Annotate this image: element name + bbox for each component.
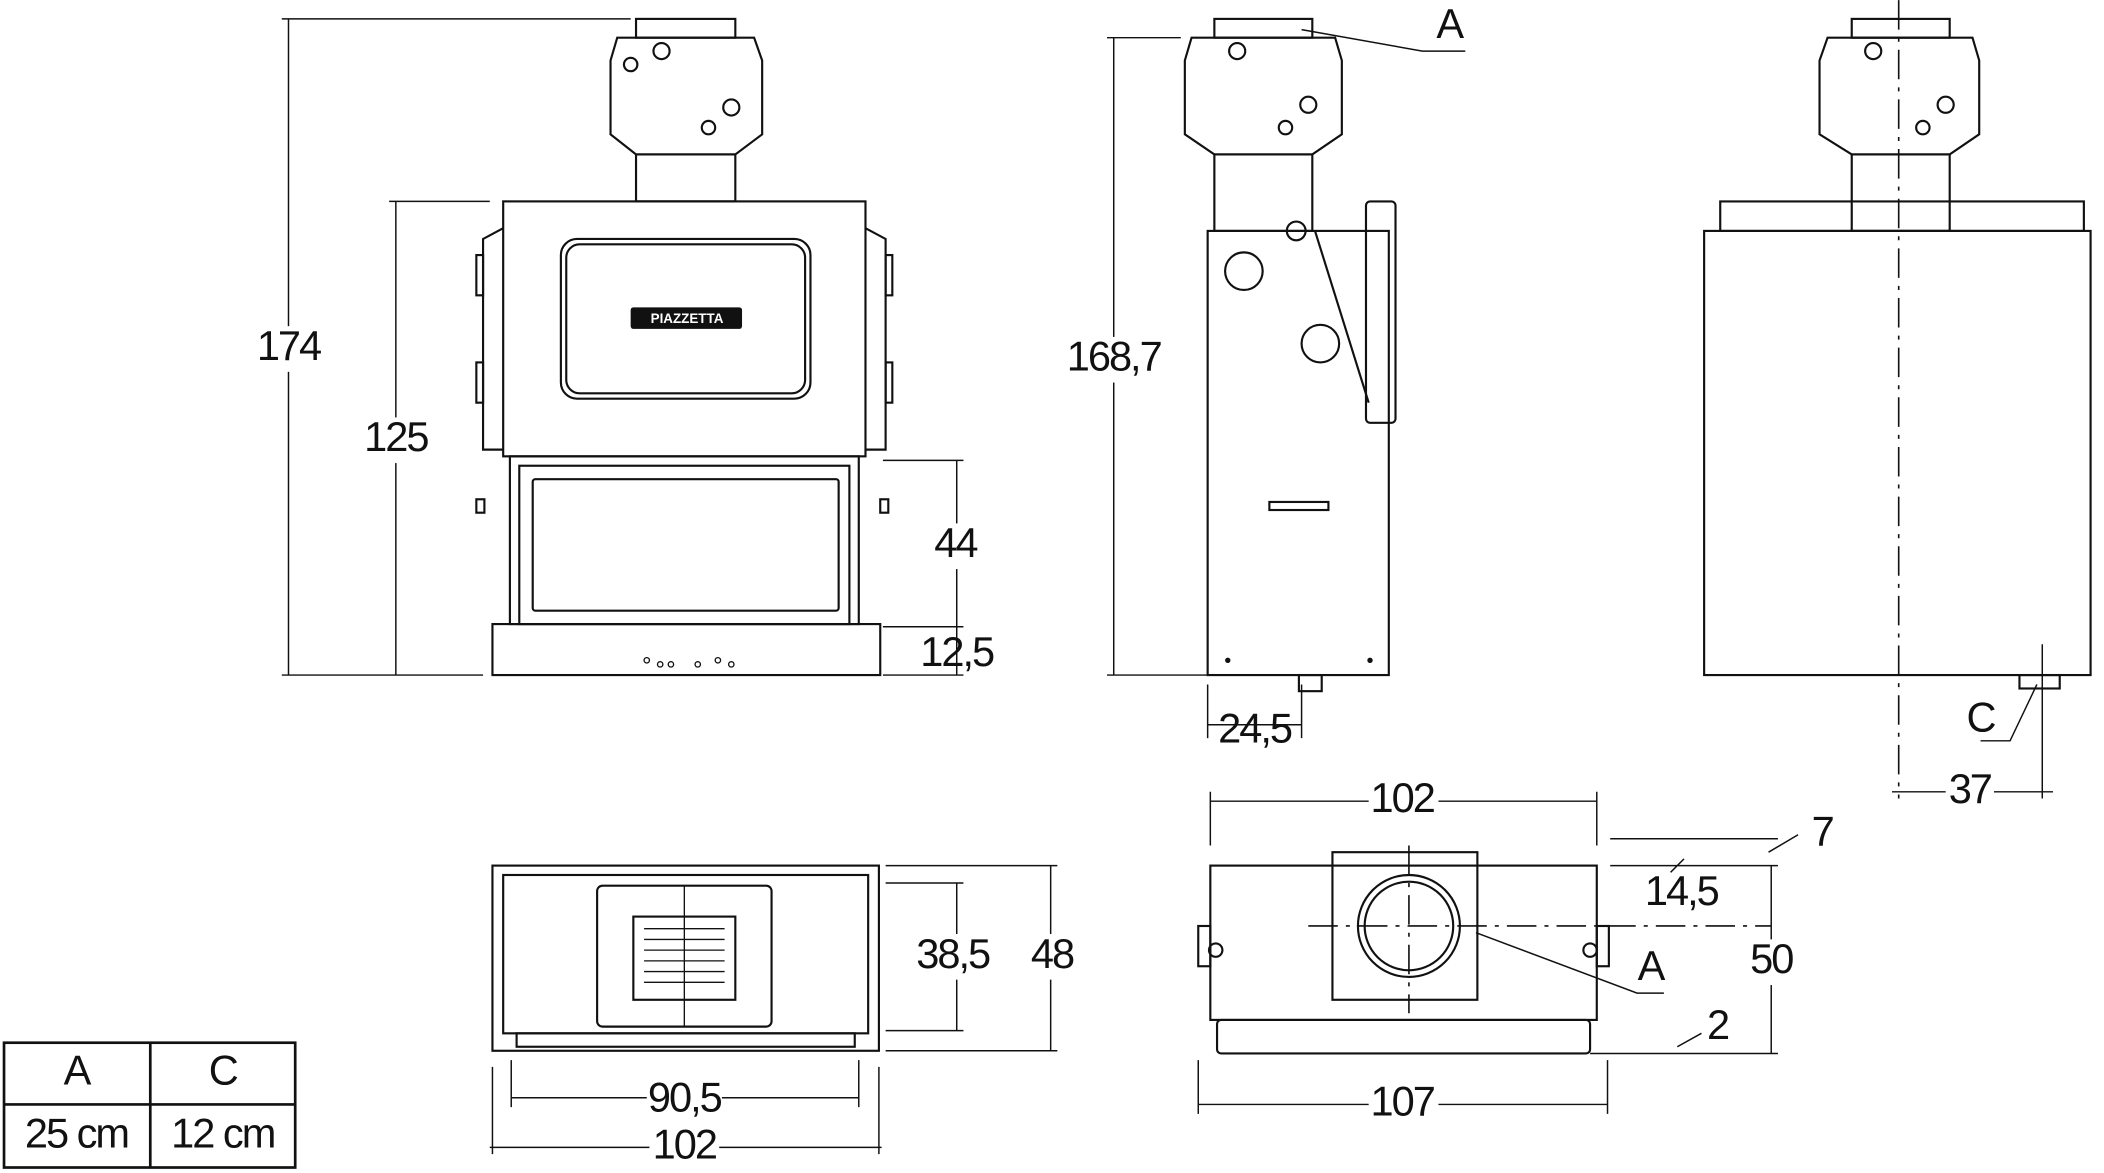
dim-2: 2 — [1707, 1001, 1729, 1048]
back-view: C 37 — [1703, 0, 2092, 815]
dim-14-5: 14,5 — [1645, 867, 1719, 914]
table-header-c: C — [209, 1047, 238, 1094]
dim-125: 125 — [364, 413, 428, 460]
top-view-left: 38,5 48 90,5 102 — [489, 864, 1077, 1171]
dim-48: 48 — [1031, 930, 1074, 977]
dim-38-5: 38,5 — [916, 930, 990, 977]
side-view: 168,7 A 24,5 — [1067, 0, 1467, 751]
front-view: PIAZZETTA 174 125 44 12,5 — [254, 17, 996, 677]
dim-37: 37 — [1949, 765, 1992, 812]
dim-168-7: 168,7 — [1067, 333, 1162, 380]
dim-44: 44 — [934, 519, 977, 566]
svg-text:PIAZZETTA: PIAZZETTA — [651, 311, 724, 326]
dim-102-top-right: 102 — [1371, 774, 1435, 821]
flue-box — [609, 17, 764, 203]
table-value-c: 12 cm — [171, 1110, 274, 1157]
brand-logo: PIAZZETTA — [630, 307, 743, 329]
dim-90-5: 90,5 — [648, 1073, 722, 1120]
dim-102-bottom-left: 102 — [653, 1120, 717, 1167]
table-value-a: 25 cm — [25, 1110, 128, 1157]
flue-table: A C 25 cm 12 cm — [2, 1041, 297, 1169]
label-a-side: A — [1436, 0, 1464, 47]
top-view-right: 102 107 50 7 14,5 A 2 — [1197, 774, 1836, 1128]
dim-24-5: 24,5 — [1218, 704, 1292, 751]
dim-107: 107 — [1371, 1077, 1435, 1124]
dim-7: 7 — [1812, 808, 1834, 855]
dim-174: 174 — [257, 322, 321, 369]
label-a-top: A — [1638, 942, 1666, 989]
label-c: C — [1967, 694, 1996, 741]
table-header-a: A — [64, 1047, 92, 1094]
dim-50: 50 — [1750, 935, 1793, 982]
dim-12-5: 12,5 — [920, 628, 994, 675]
